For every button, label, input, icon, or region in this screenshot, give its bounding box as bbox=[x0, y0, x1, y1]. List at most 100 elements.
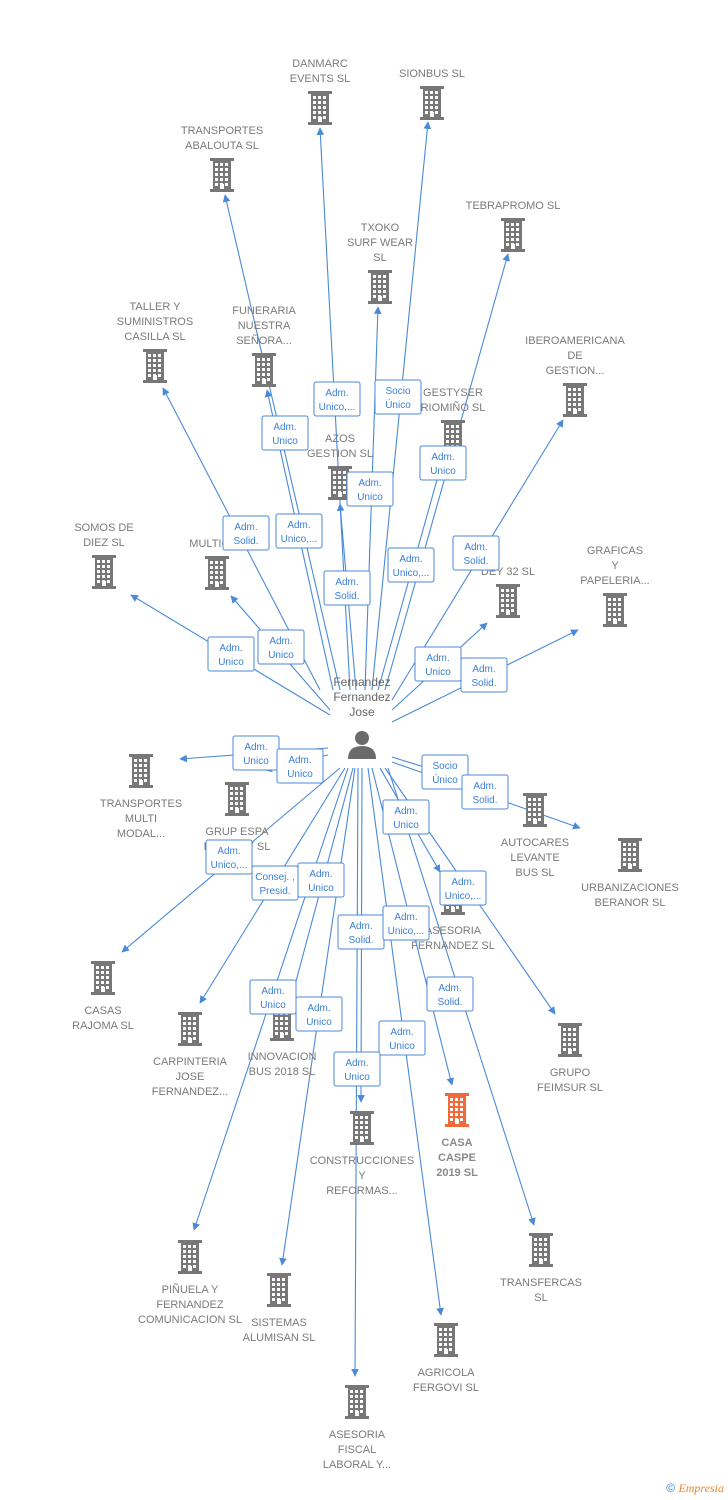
building-icon[interactable] bbox=[563, 383, 587, 417]
building-icon[interactable] bbox=[618, 838, 642, 872]
building-window bbox=[215, 178, 218, 181]
building-icon[interactable] bbox=[523, 793, 547, 827]
building-icon[interactable] bbox=[434, 1323, 458, 1357]
building-window bbox=[215, 183, 218, 186]
building-icon[interactable] bbox=[129, 754, 153, 788]
building-icon[interactable] bbox=[308, 91, 332, 125]
building-icon[interactable] bbox=[501, 218, 525, 252]
building-icon[interactable] bbox=[225, 782, 249, 816]
edge-label-e8[interactable]: Adm.Solid. bbox=[452, 535, 500, 571]
company-node-graficas[interactable]: GRAFICASYPAPELERIA... bbox=[580, 545, 650, 627]
building-icon[interactable] bbox=[345, 1385, 369, 1419]
edge-label-e20[interactable]: Adm.Unico,... bbox=[205, 839, 253, 875]
company-node-dey32[interactable]: DEY 32 SL bbox=[481, 566, 535, 618]
edge-label-e19[interactable]: Adm.Unico bbox=[382, 799, 430, 835]
building-window bbox=[350, 1395, 353, 1398]
edge-label-e21[interactable]: Consej. ,Presid. bbox=[251, 865, 299, 901]
edge-label-e26[interactable]: Adm.Unico bbox=[249, 979, 297, 1015]
edge-label-e13[interactable]: Adm.Unico bbox=[414, 646, 462, 682]
company-label: FERNANDEZ bbox=[156, 1299, 224, 1311]
building-icon[interactable] bbox=[368, 270, 392, 304]
building-icon[interactable] bbox=[529, 1233, 553, 1267]
edge-label-e16[interactable]: Adm.Unico bbox=[276, 748, 324, 784]
company-node-tebrapromo[interactable]: TEBRAPROMO SL bbox=[466, 200, 561, 252]
edge-label-e18[interactable]: Adm.Solid. bbox=[461, 774, 509, 810]
company-label: FERGOVI SL bbox=[413, 1382, 479, 1394]
building-icon[interactable] bbox=[143, 349, 167, 383]
building-icon[interactable] bbox=[91, 961, 115, 995]
building-icon[interactable] bbox=[328, 466, 352, 500]
building-icon-highlighted[interactable] bbox=[445, 1093, 469, 1127]
building-window bbox=[573, 403, 576, 406]
edge-label-e23[interactable]: Adm.Unico,... bbox=[439, 870, 487, 906]
company-node-sionbus[interactable]: SIONBUS SL bbox=[399, 68, 465, 120]
building-icon[interactable] bbox=[496, 584, 520, 618]
edge-label-e7[interactable]: Adm.Unico,... bbox=[275, 513, 323, 549]
building-window bbox=[355, 1405, 358, 1408]
building-roof bbox=[178, 1012, 202, 1015]
building-window bbox=[628, 848, 631, 851]
edge-label-e1[interactable]: Adm.Unico,... bbox=[313, 381, 361, 417]
building-icon[interactable] bbox=[420, 86, 444, 120]
edge-label-e3[interactable]: Adm.Unico bbox=[261, 415, 309, 451]
building-window bbox=[323, 101, 326, 104]
edge-label-e24[interactable]: Adm.Solid. bbox=[337, 914, 385, 950]
company-node-transportes_multi[interactable]: TRANSPORTESMULTIMODAL... bbox=[100, 754, 182, 840]
brand-logo[interactable]: Empresia bbox=[678, 1481, 724, 1495]
edge-label-e25[interactable]: Adm.Unico,... bbox=[382, 905, 430, 941]
building-icon[interactable] bbox=[178, 1240, 202, 1274]
building-icon[interactable] bbox=[210, 158, 234, 192]
building-icon[interactable] bbox=[92, 555, 116, 589]
edge-label-e15[interactable]: Adm.Unico bbox=[232, 735, 280, 771]
company-node-iberoamericana[interactable]: IBEROAMERICANADEGESTION... bbox=[525, 335, 625, 417]
edge-label-e30[interactable]: Adm.Unico bbox=[333, 1051, 381, 1087]
edge-label-e11[interactable]: Adm.Unico bbox=[207, 636, 255, 672]
building-icon[interactable] bbox=[178, 1012, 202, 1046]
company-label: GESTION SL bbox=[307, 448, 373, 460]
edge-label-e6[interactable]: Adm.Solid. bbox=[222, 515, 270, 551]
edge-label-e9[interactable]: Adm.Unico,... bbox=[387, 547, 435, 583]
building-icon[interactable] bbox=[350, 1111, 374, 1145]
edge-role-text: Unico,... bbox=[319, 402, 356, 413]
edge-label-e29[interactable]: Adm.Unico bbox=[378, 1020, 426, 1056]
building-window bbox=[313, 96, 316, 99]
building-icon[interactable] bbox=[252, 353, 276, 387]
edge-label-e4[interactable]: Adm.Unico bbox=[419, 445, 467, 481]
building-window bbox=[456, 906, 459, 909]
edge-label-e27[interactable]: Adm.Unico bbox=[295, 996, 343, 1032]
building-icon[interactable] bbox=[603, 593, 627, 627]
edge-label-e12[interactable]: Adm.Unico bbox=[257, 629, 305, 665]
company-node-funeraria[interactable]: FUNERARIANUESTRASEÑORA... bbox=[232, 305, 296, 387]
building-icon[interactable] bbox=[267, 1273, 291, 1307]
building-icon[interactable] bbox=[205, 556, 229, 590]
building-icon[interactable] bbox=[558, 1023, 582, 1057]
edge-label-e5[interactable]: Adm.Unico bbox=[346, 471, 394, 507]
edge-label-e10[interactable]: Adm.Solid. bbox=[323, 570, 371, 606]
edge-label-e14[interactable]: Adm.Solid. bbox=[460, 657, 508, 693]
company-node-carpinteria[interactable]: CARPINTERIAJOSEFERNANDEZ... bbox=[152, 1012, 228, 1098]
edge-label-e22[interactable]: Adm.Unico bbox=[297, 862, 345, 898]
company-node-construcciones[interactable]: CONSTRUCCIONESYREFORMAS... bbox=[310, 1111, 415, 1197]
edge-label-e28[interactable]: Adm.Solid. bbox=[426, 976, 474, 1012]
